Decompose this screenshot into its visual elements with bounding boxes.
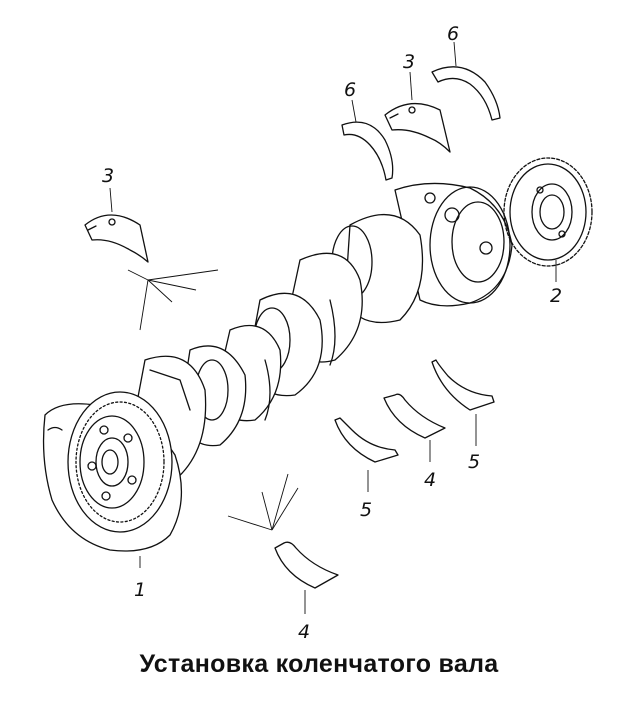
diagram-caption: Установка коленчатого вала [139, 650, 499, 678]
thrust-half-ring-icon [341, 121, 394, 181]
callout-4-right: 4 [424, 469, 436, 491]
callout-4-bottom: 4 [298, 621, 310, 640]
callout-3-top: 3 [403, 51, 415, 73]
bearing-shell-icon [84, 214, 149, 263]
callout-6-top: 6 [447, 23, 459, 45]
callout-5-center: 5 [360, 499, 372, 521]
assembly-arrows-lower [227, 473, 299, 531]
thrust-half-ring-icon [431, 359, 495, 411]
callout-6-left: 6 [344, 79, 356, 101]
timing-gear-icon [503, 157, 593, 267]
thrust-half-ring-icon [334, 417, 399, 463]
leader-lines [109, 41, 557, 614]
callout-2: 2 [550, 285, 562, 307]
bearing-shell-icon [384, 103, 451, 153]
crankshaft-assembly-diagram: 1 2 3 3 4 4 5 5 6 6 [42, 23, 593, 640]
crankshaft-icon [127, 182, 513, 482]
callout-3-left: 3 [102, 165, 114, 187]
bearing-shell-icon [274, 541, 339, 589]
callout-1: 1 [134, 579, 146, 601]
flywheel-icon [42, 391, 183, 552]
assembly-arrows-upper [127, 269, 219, 331]
bearing-shell-icon [383, 393, 446, 439]
callout-5-right: 5 [468, 451, 480, 473]
thrust-half-ring-icon [431, 66, 501, 121]
